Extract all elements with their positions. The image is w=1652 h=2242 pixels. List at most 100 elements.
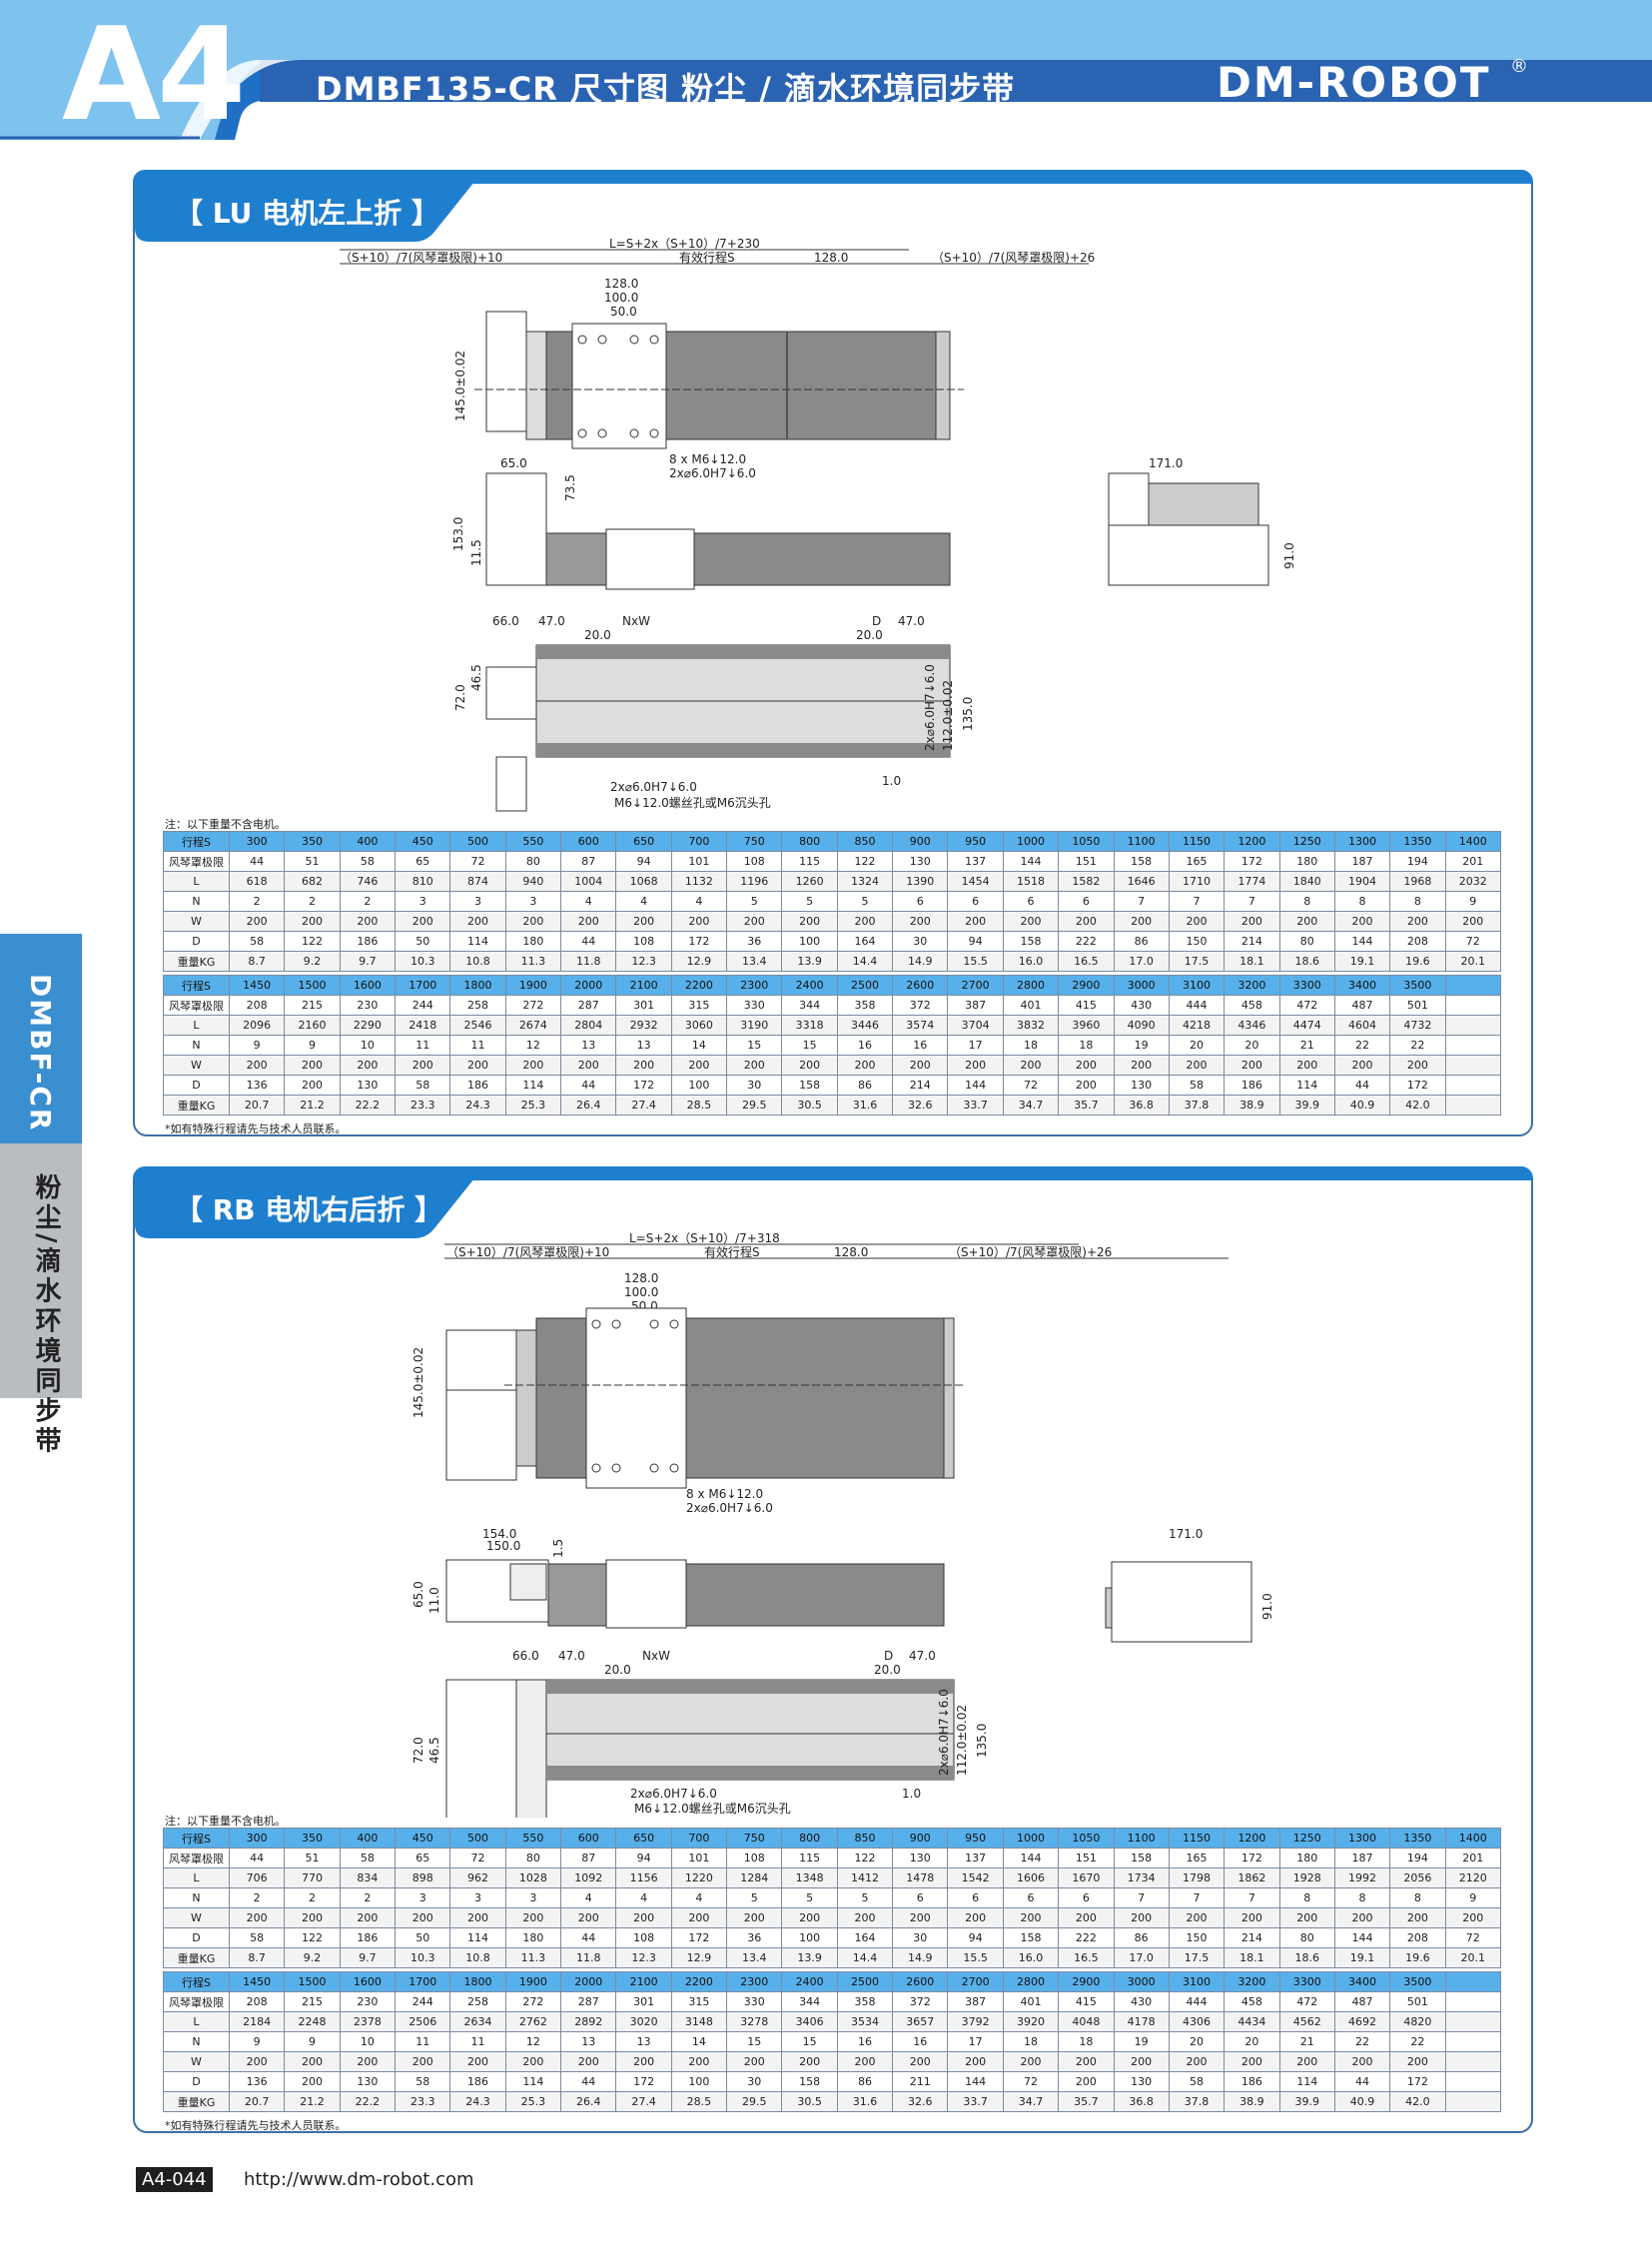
table-cell: 94 [947, 931, 1004, 952]
table-cell: 158 [1113, 1848, 1170, 1868]
table-cell: 9.7 [339, 951, 397, 972]
table-cell: 9 [228, 2031, 286, 2052]
table-cell: 1196 [726, 871, 783, 892]
rb-base-h1: 72.0 [412, 1737, 425, 1764]
table-cell: 200 [670, 911, 728, 932]
table-cell: 1710 [1168, 871, 1226, 892]
table-cell: 13 [560, 2031, 617, 2052]
table-cell: 44 [560, 931, 617, 952]
table-cell [1444, 1991, 1502, 2012]
rb-length-formula: L=S+2x（S+10）/7+318 [629, 1231, 780, 1245]
table-cell: 44 [228, 1848, 286, 1868]
table-cell: 87 [560, 851, 617, 872]
table-cell: 21 [1278, 1035, 1335, 1056]
table-cell: 1050 [1058, 1828, 1115, 1849]
table-cell: 3 [395, 1887, 451, 1908]
table-cell: 3148 [670, 2011, 728, 2032]
table-cell: 3200 [1224, 1971, 1280, 1992]
row-label: 风琴罩极限 [163, 1848, 230, 1868]
table-cell: 108 [615, 1927, 672, 1948]
table-cell: 186 [339, 1927, 397, 1948]
table-cell: 20 [1168, 2031, 1226, 2052]
lu-side-width: 65.0 [500, 456, 527, 470]
table-cell: 20 [1224, 1035, 1280, 1056]
table-cell: 39.9 [1278, 1095, 1335, 1116]
page-code: A4 [62, 1, 246, 150]
table-cell: 23.3 [395, 2091, 451, 2112]
table-cell: 300 [228, 1828, 286, 1849]
lu-carriage-c: 50.0 [610, 305, 637, 319]
footer-url[interactable]: http://www.dm-robot.com [244, 2169, 474, 2190]
table-cell: 1800 [449, 975, 506, 996]
table-cell: 187 [1333, 1848, 1391, 1868]
table-cell: 3500 [1389, 1971, 1446, 1992]
table-cell: 186 [1224, 1075, 1280, 1096]
table-cell: 200 [836, 2051, 894, 2072]
table-cell: 33.7 [947, 2091, 1004, 2112]
table-cell: 172 [670, 1927, 728, 1948]
table-cell: 258 [449, 995, 506, 1016]
table-cell: 6 [892, 891, 949, 912]
table-cell: 7 [1224, 891, 1280, 912]
table-cell: 3100 [1168, 1971, 1226, 1992]
table-cell: 158 [781, 2071, 838, 2092]
table-cell: 16.0 [1002, 951, 1060, 972]
table-cell: 200 [615, 1907, 672, 1928]
table-cell: 200 [1278, 1907, 1335, 1928]
table-cell: 1400 [1444, 1828, 1502, 1849]
table-cell: 700 [670, 1828, 728, 1849]
table-cell: 1150 [1168, 831, 1226, 852]
table-cell: 29.5 [726, 1095, 783, 1116]
table-cell: 27.4 [615, 1095, 672, 1116]
rb-base-a: 66.0 [512, 1649, 539, 1663]
table-cell: 200 [284, 1907, 341, 1928]
table-cell: 1840 [1278, 871, 1335, 892]
table-cell: 144 [1002, 1848, 1060, 1868]
table-cell: 9 [284, 1035, 341, 1056]
lu-note-bottom: *如有特殊行程请先与技术人员联系。 [165, 1122, 347, 1135]
table-cell: 3657 [892, 2011, 949, 2032]
table-cell: 200 [1168, 911, 1226, 932]
table-cell: 8 [1333, 1887, 1391, 1908]
table-cell: 244 [395, 995, 451, 1016]
table-cell: 600 [560, 1828, 617, 1849]
table-cell: 114 [504, 1075, 562, 1096]
table-cell: 200 [1168, 1055, 1226, 1076]
table-cell: 1150 [1168, 1828, 1226, 1849]
table-cell: 215 [284, 1991, 341, 2012]
table-cell [1444, 1075, 1502, 1096]
table-cell: 9 [1444, 891, 1502, 912]
table-cell: 1300 [1333, 1828, 1391, 1849]
table-cell: 214 [892, 1075, 949, 1096]
table-cell: 58 [1168, 2071, 1226, 2092]
table-cell: 2 [228, 1887, 286, 1908]
table-cell: 6 [1058, 1887, 1115, 1908]
side-tab-blue [0, 934, 82, 1143]
row-label: 重量KG [163, 2091, 230, 2112]
row-label: D [163, 2071, 230, 2092]
table-cell: 200 [1113, 911, 1170, 932]
table-cell: 20.7 [228, 2091, 286, 2112]
table-cell: 100 [781, 931, 838, 952]
table-cell: 458 [1224, 1991, 1280, 2012]
lu-height-main: 145.0±0.02 [453, 351, 467, 421]
section-lu-panel: 【 LU 电机左上折 】 L=S+2x（S+10）/7+230 （S+10）/7… [133, 170, 1533, 1136]
table-cell: 6 [1002, 891, 1060, 912]
table-cell: 1798 [1168, 1868, 1226, 1888]
table-cell: 8.7 [228, 951, 286, 972]
lu-base-r3: 135.0 [961, 697, 975, 731]
table-cell: 130 [892, 851, 949, 872]
table-cell: 458 [1224, 995, 1280, 1016]
row-label: D [163, 931, 230, 952]
table-cell: 58 [228, 1927, 286, 1948]
row-label: 行程S [163, 975, 230, 996]
lu-base-gap: 20.0 [584, 628, 611, 642]
rb-side-h2: 11.0 [427, 1587, 441, 1614]
rb-base-c: 47.0 [909, 1649, 936, 1663]
table-cell: 58 [339, 851, 397, 872]
table-cell: 400 [339, 831, 397, 852]
section-lu-tab [135, 182, 474, 242]
